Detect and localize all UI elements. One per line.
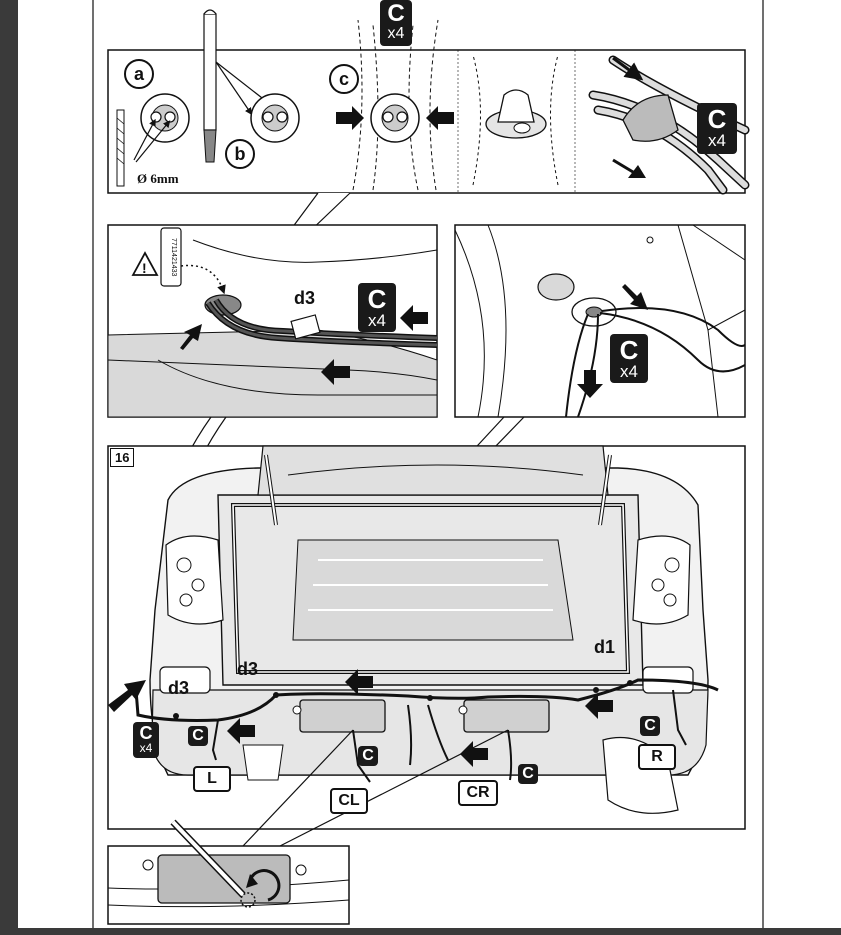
badge-qty: x4 (368, 311, 386, 330)
badge-qty: x4 (708, 131, 726, 150)
badge-letter: C (707, 104, 727, 134)
connector-R: R (638, 744, 676, 770)
hole-c (336, 19, 454, 191)
connector-CL: CL (330, 788, 368, 814)
connector-L: L (193, 766, 231, 792)
svg-text:!: ! (142, 260, 147, 276)
detail-panel-top (107, 9, 750, 195)
badge-letter: C (387, 0, 405, 27)
label-c: c (329, 64, 359, 94)
label-d1: d1 (594, 637, 616, 657)
clip-badge-top: C x4 (380, 0, 412, 46)
badge-qty: x4 (620, 362, 638, 381)
badge-qty: x4 (139, 741, 153, 755)
label-d3-car-left: d3 (168, 678, 190, 698)
clip-badge-R: C (640, 716, 660, 736)
detail-panel-left: ! (107, 224, 438, 418)
label-d3-panel: d3 (294, 288, 316, 308)
tail-light-left (165, 535, 224, 625)
clip-badge-L: C (188, 726, 208, 746)
badge-qty: x4 (387, 25, 405, 42)
badge-letter: C (139, 723, 153, 743)
hole-b (250, 93, 300, 143)
tail-light-right (632, 535, 691, 625)
label-d3-car-top: d3 (237, 659, 259, 679)
part-number-label: 7711421433 (170, 238, 177, 277)
hole-a (133, 93, 190, 163)
connector-CR: CR (458, 780, 498, 806)
manual-page: ! (18, 0, 841, 928)
step-number: 16 (110, 448, 135, 467)
detail-panel-bottom (107, 819, 350, 925)
label-b: b (225, 139, 255, 169)
detail-panel-right (454, 224, 746, 418)
clip-badge-right-panel: C x4 (610, 334, 648, 383)
clip-badge-CL: C (358, 746, 378, 766)
drill-bit (116, 109, 125, 187)
clip-badge-left-panel: C x4 (358, 283, 396, 332)
badge-letter: C (367, 284, 387, 314)
badge-letter: C (619, 335, 639, 365)
clip-illustration (472, 54, 559, 186)
clip-badge-CR: C (518, 764, 538, 784)
label-a: a (124, 59, 154, 89)
clip-badge-cable: C x4 (697, 103, 737, 154)
file-tool (203, 9, 283, 163)
clip-badge-car-left: C x4 (133, 722, 159, 758)
drill-size-label: Ø 6mm (137, 171, 179, 186)
